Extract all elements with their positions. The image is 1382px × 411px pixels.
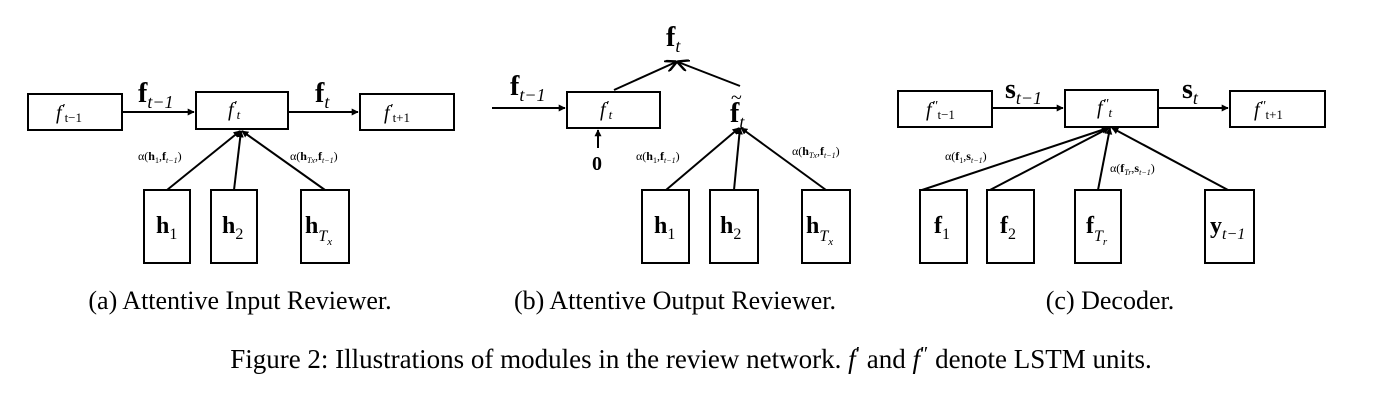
panel-a-caption: (a) Attentive Input Reviewer.	[88, 286, 391, 315]
box-prev-label: f't−1	[56, 102, 82, 125]
input-h1-label: h1	[156, 213, 177, 243]
input-htx-label: hTx	[806, 213, 833, 248]
box-next-label: f't+1	[384, 102, 410, 125]
attn-arrow-2	[989, 127, 1110, 191]
input-htx-label: hTx	[305, 213, 332, 248]
input-f1-label: f1	[934, 213, 950, 243]
attn-left-label: α(h1,ft−1)	[138, 149, 182, 165]
zero-input-label: 0	[592, 153, 602, 175]
edge-in-label: ft−1	[138, 78, 173, 112]
input-h2-label: h2	[720, 213, 741, 243]
box-next-label: f"t+1	[1254, 99, 1283, 122]
attn-arrow-1	[166, 130, 241, 191]
figure-caption: Figure 2: Illustrations of modules in th…	[230, 343, 1152, 374]
output-arrow-right	[678, 62, 741, 87]
input-box-f2	[986, 189, 1035, 264]
edge-in-label: st−1	[1005, 74, 1042, 108]
panel-b: f't ft−1 0 ft ft ~ α(h1,ft−1) α(hTx,ft−1…	[492, 22, 851, 315]
lstm-box-current	[566, 91, 661, 129]
attn-right-label: α(hTx,ft−1)	[290, 149, 338, 165]
box-cur-label: f't	[228, 99, 241, 122]
output-top-label: ft	[666, 22, 681, 56]
input-box-htx	[300, 189, 350, 264]
attn-arrow-2	[233, 130, 244, 191]
attn-arrow-3	[241, 130, 326, 191]
lstm-box-next	[359, 93, 455, 131]
box-prev-label: f"t−1	[926, 99, 955, 122]
input-box-h1	[143, 189, 191, 264]
attn-arrow-3	[1097, 127, 1113, 191]
input-h1-label: h1	[654, 213, 675, 243]
input-h2-label: h2	[222, 213, 243, 243]
attn-arrow-1	[665, 127, 740, 191]
input-y-label: yt−1	[1210, 213, 1245, 243]
attn-left-label: α(h1,ft−1)	[636, 149, 680, 165]
output-arrow-left	[613, 62, 676, 91]
input-box-f1	[919, 189, 968, 264]
attn-arrow-1	[921, 126, 1109, 191]
panel-c-caption: (c) Decoder.	[1046, 286, 1174, 315]
attn-arrow-4	[1111, 127, 1229, 191]
input-box-htx	[801, 189, 851, 264]
input-box-h2	[709, 189, 759, 264]
panel-b-caption: (b) Attentive Output Reviewer.	[514, 286, 836, 315]
edge-out-label: st	[1182, 74, 1199, 108]
edge-out-label: ft	[315, 78, 330, 112]
lstm-box-next	[1229, 90, 1326, 128]
lstm-box-current	[195, 91, 289, 130]
box-cur-label: f't	[600, 99, 613, 122]
panel-a: f't−1 f't f't+1 ft−1 ft α(h1,ft−1) α(hTx…	[27, 78, 455, 315]
input-box-ftr	[1074, 189, 1122, 264]
input-f2-label: f2	[1000, 213, 1016, 243]
tilde-mark: ~	[731, 87, 742, 109]
input-box-h2	[210, 189, 258, 264]
attn-arrow-2	[733, 127, 743, 191]
attn-left-label: α(f1,st−1)	[945, 149, 987, 165]
attn-right-label: α(fTr,st−1)	[1110, 161, 1155, 177]
attn-right-label: α(hTx,ft−1)	[792, 144, 840, 160]
edge-in-label: ft−1	[510, 71, 545, 105]
input-box-h1	[641, 189, 690, 264]
input-ftr-label: fTr	[1086, 213, 1108, 248]
input-box-yt-1	[1204, 189, 1255, 264]
box-cur-label: f"t	[1097, 97, 1112, 120]
panel-c: f"t−1 f"t f"t+1 st−1 st α(f1,st−1) α(fTr…	[897, 74, 1326, 315]
attn-arrow-3	[740, 127, 827, 191]
